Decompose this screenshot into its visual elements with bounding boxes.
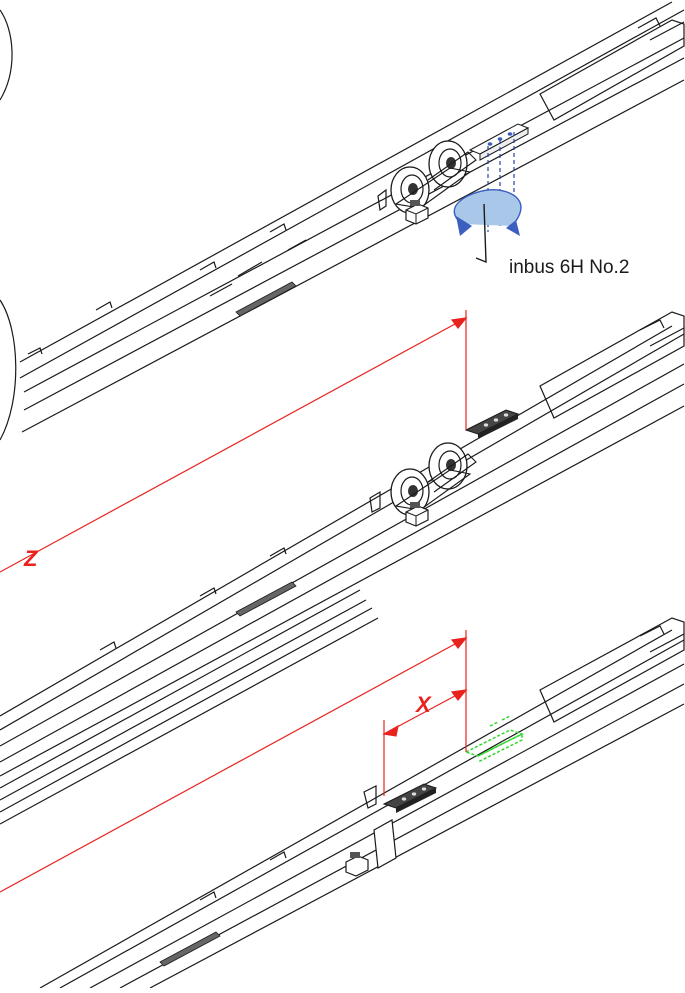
panel-2-carriage (390, 442, 477, 527)
panel-2-slot (235, 581, 297, 617)
tool-callout-label: inbus 6H No.2 (509, 257, 629, 278)
panel-1-rail (0, 1, 685, 441)
new-position-clamp (464, 715, 524, 763)
panel-1-clamp (468, 123, 530, 161)
hex-key-icon (475, 203, 487, 264)
rotation-arrow-icon (453, 189, 522, 236)
panel-3-slot (159, 931, 221, 967)
panel-1-slot (235, 281, 297, 317)
dimension-z-label: Z (23, 546, 39, 571)
panel-2-rail (0, 311, 685, 777)
dimension-x (0, 630, 468, 893)
panel-3-rail (0, 589, 685, 989)
panel-3-carriage (345, 819, 397, 877)
dimension-z (0, 310, 468, 573)
dimension-x-label: X (414, 692, 432, 717)
